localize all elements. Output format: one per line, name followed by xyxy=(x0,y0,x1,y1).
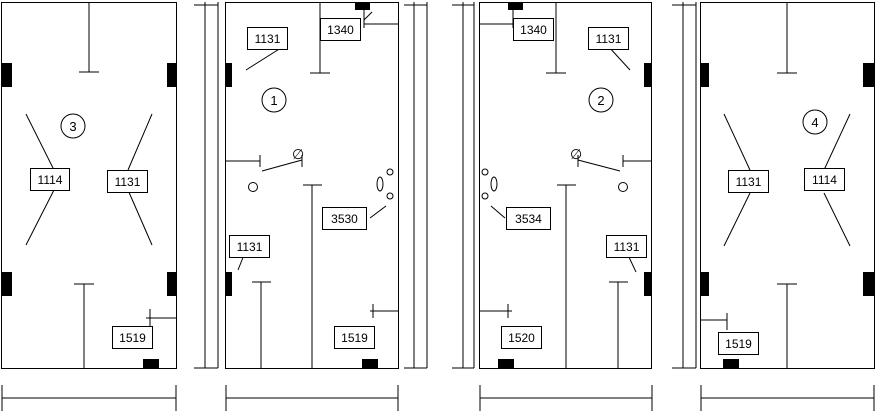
hinge-mark xyxy=(863,63,874,87)
hinge-mark xyxy=(167,63,176,87)
hinge-mark xyxy=(700,272,709,296)
panel-number-3: 3 xyxy=(60,113,86,139)
jamb-lines-right xyxy=(672,2,697,369)
bottom-hardware xyxy=(723,359,739,368)
top-hardware xyxy=(508,2,523,10)
svg-text:1519: 1519 xyxy=(119,331,146,345)
tag-box: 3534 xyxy=(506,207,551,230)
svg-text:1519: 1519 xyxy=(341,331,368,345)
tag-box: 1131 xyxy=(588,27,629,50)
bottom-hardware xyxy=(362,359,378,368)
tag-box: 1340 xyxy=(320,18,361,41)
svg-text:1340: 1340 xyxy=(520,23,547,37)
panel-number-2: 2 xyxy=(588,87,614,113)
tag-box: 1340 xyxy=(513,18,554,41)
svg-text:4: 4 xyxy=(811,115,818,130)
top-hardware xyxy=(355,2,370,10)
hinge-mark xyxy=(644,63,652,87)
svg-text:1519: 1519 xyxy=(725,337,752,351)
svg-text:3530: 3530 xyxy=(331,212,358,226)
knob-circle-1 xyxy=(248,182,258,192)
tag-box: 1114 xyxy=(804,168,845,191)
lock-oval-2 xyxy=(490,176,498,192)
svg-text:3: 3 xyxy=(69,119,76,134)
hinge-mark xyxy=(167,272,176,296)
tag-box: 1131 xyxy=(107,170,148,193)
tag-box: 1520 xyxy=(501,326,542,349)
jamb-lines-mid-right xyxy=(452,2,475,369)
lock-dot-1a xyxy=(386,168,394,176)
hinges xyxy=(1,2,874,368)
svg-text:1114: 1114 xyxy=(38,173,63,187)
tag-box: 1131 xyxy=(606,235,647,258)
svg-text:1520: 1520 xyxy=(508,331,535,345)
panel-1-lines xyxy=(225,2,399,411)
svg-text:1: 1 xyxy=(270,93,277,108)
svg-text:1131: 1131 xyxy=(596,32,622,46)
bottom-hardware xyxy=(143,359,159,368)
hinge-mark xyxy=(863,272,874,296)
hinge-mark xyxy=(1,272,12,296)
lock-dot-2a xyxy=(481,168,489,176)
svg-text:1131: 1131 xyxy=(255,32,281,46)
diameter-symbol: ∅ xyxy=(292,146,304,162)
knob-circle-2 xyxy=(618,182,628,192)
hinge-mark xyxy=(700,63,709,87)
panel-2-lines xyxy=(479,2,653,411)
panel-number-4: 4 xyxy=(802,109,828,135)
jamb-lines-mid-left xyxy=(404,2,428,369)
svg-text:1131: 1131 xyxy=(614,240,640,254)
lock-oval-1 xyxy=(376,176,384,192)
tag-box: 1519 xyxy=(718,332,759,355)
jamb-lines-left xyxy=(194,2,219,369)
hinge-mark xyxy=(644,272,652,296)
bottom-hardware xyxy=(498,359,514,368)
hinge-mark xyxy=(225,272,232,296)
hinge-mark xyxy=(1,63,12,87)
svg-text:1131: 1131 xyxy=(115,175,141,189)
diameter-symbol: ∅ xyxy=(570,146,582,162)
tag-box: 1131 xyxy=(247,27,288,50)
tag-box: 1519 xyxy=(334,326,375,349)
tag-box: 1114 xyxy=(30,168,70,191)
panel-4-lines xyxy=(700,2,875,411)
hinge-mark xyxy=(225,63,232,87)
lock-dot-1b xyxy=(386,192,394,200)
svg-text:1131: 1131 xyxy=(736,175,762,189)
tag-box: 1131 xyxy=(728,170,769,193)
svg-text:1340: 1340 xyxy=(327,23,354,37)
svg-text:1131: 1131 xyxy=(237,240,263,254)
panel-3-lines xyxy=(1,2,177,411)
lock-dot-2b xyxy=(481,192,489,200)
panel-number-1: 1 xyxy=(261,87,287,113)
tag-box: 1519 xyxy=(112,326,153,349)
tag-box: 3530 xyxy=(322,207,367,230)
tag-box: 1131 xyxy=(229,235,270,258)
svg-text:3534: 3534 xyxy=(515,212,542,226)
svg-text:2: 2 xyxy=(597,93,604,108)
svg-text:1114: 1114 xyxy=(812,173,837,187)
